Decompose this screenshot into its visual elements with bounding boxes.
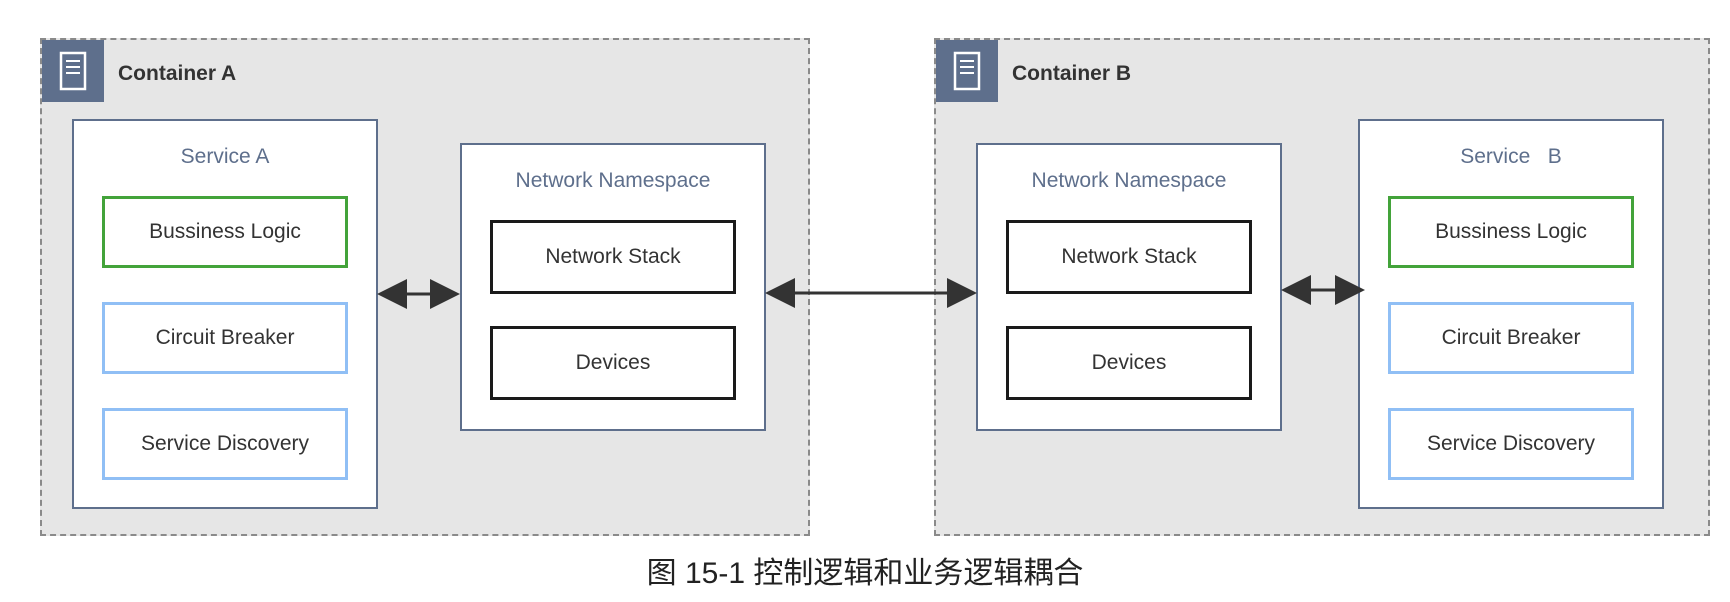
figure-caption: 图 15-1 控制逻辑和业务逻辑耦合 xyxy=(646,557,1084,590)
business-logic-box: Bussiness Logic xyxy=(102,196,348,268)
container-title: Container A xyxy=(118,62,237,85)
service-title: Service A xyxy=(180,145,270,168)
container-title: Container B xyxy=(1012,62,1132,85)
network-stack-box: Network Stack xyxy=(1006,220,1252,294)
server-icon xyxy=(42,40,104,102)
service-discovery-box: Service Discovery xyxy=(1388,408,1634,480)
network-stack-box: Network Stack xyxy=(490,220,736,294)
service-discovery-box: Service Discovery xyxy=(102,408,348,480)
server-icon xyxy=(936,40,998,102)
namespace-title: Network Namespace xyxy=(1031,169,1227,192)
circuit-breaker-box: Circuit Breaker xyxy=(1388,302,1634,374)
devices-box: Devices xyxy=(1006,326,1252,400)
namespace-title: Network Namespace xyxy=(515,169,711,192)
business-logic-box: Bussiness Logic xyxy=(1388,196,1634,268)
service-title: Service B xyxy=(1460,145,1562,168)
circuit-breaker-box: Circuit Breaker xyxy=(102,302,348,374)
devices-box: Devices xyxy=(490,326,736,400)
